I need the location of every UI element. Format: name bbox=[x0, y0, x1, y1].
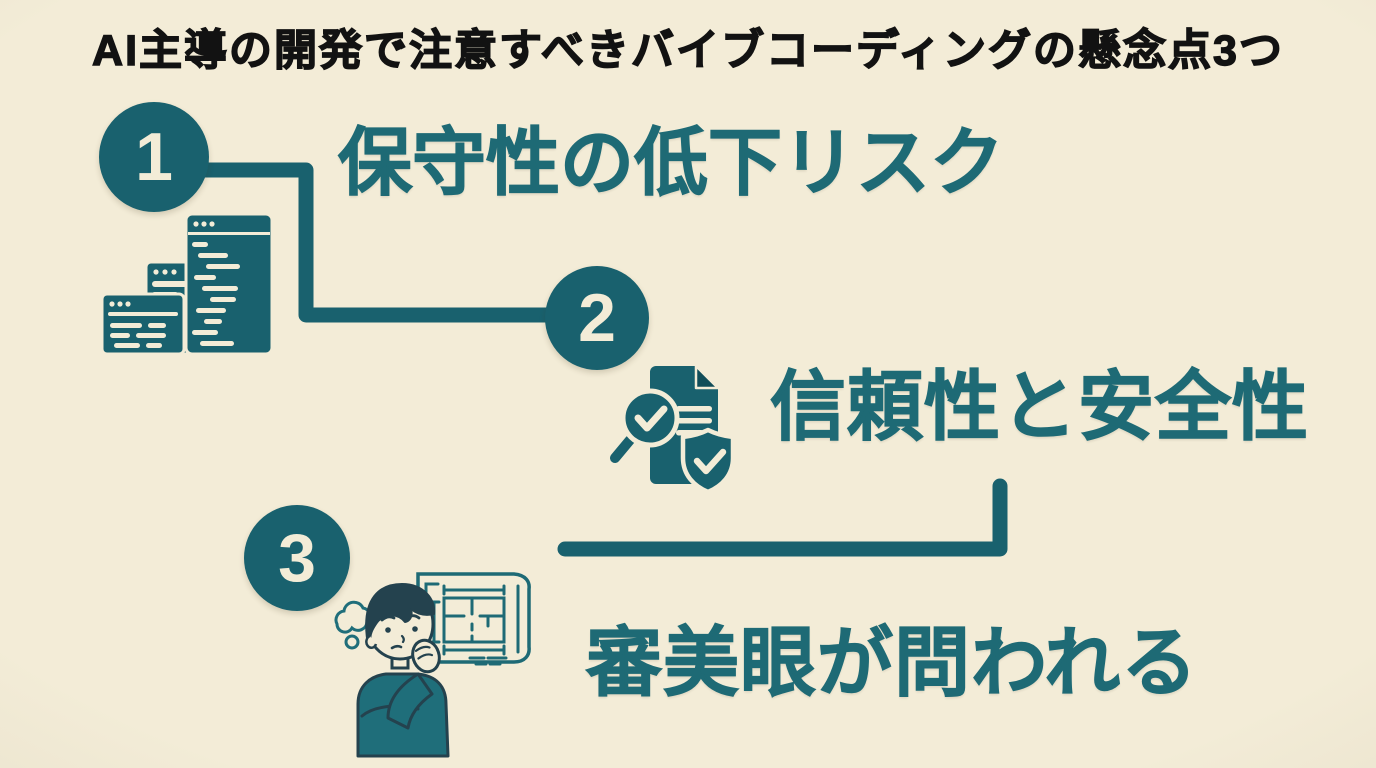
magnifier-check-icon bbox=[610, 388, 680, 467]
blueprint-icon bbox=[416, 572, 531, 666]
document-magnifier-shield-icon bbox=[610, 364, 736, 495]
code-window-large bbox=[184, 212, 274, 356]
item-3-label: 審美眼が問われる bbox=[585, 621, 1199, 706]
thinking-person-icon bbox=[356, 583, 450, 758]
page-title: AI主導の開発で注意すべきバイブコーディングの懸念点3つ bbox=[91, 26, 1284, 75]
step-number-3: 3 bbox=[278, 520, 316, 596]
step-number-1: 1 bbox=[135, 119, 173, 195]
item-1-label: 保守性の低下リスク bbox=[338, 121, 1005, 204]
item-2-label: 信頼性と安全性 bbox=[770, 365, 1309, 450]
stacked-code-windows-icon bbox=[100, 212, 274, 356]
thought-bubble-icon bbox=[334, 600, 372, 650]
step-number-2: 2 bbox=[578, 280, 616, 356]
step-circle-2: 2 bbox=[545, 266, 649, 370]
step-circle-1: 1 bbox=[99, 102, 209, 212]
shield-check-icon bbox=[680, 427, 736, 495]
thinking-person-blueprint-icon bbox=[334, 572, 531, 758]
code-window-small bbox=[100, 292, 186, 356]
step-circle-3: 3 bbox=[244, 505, 350, 611]
